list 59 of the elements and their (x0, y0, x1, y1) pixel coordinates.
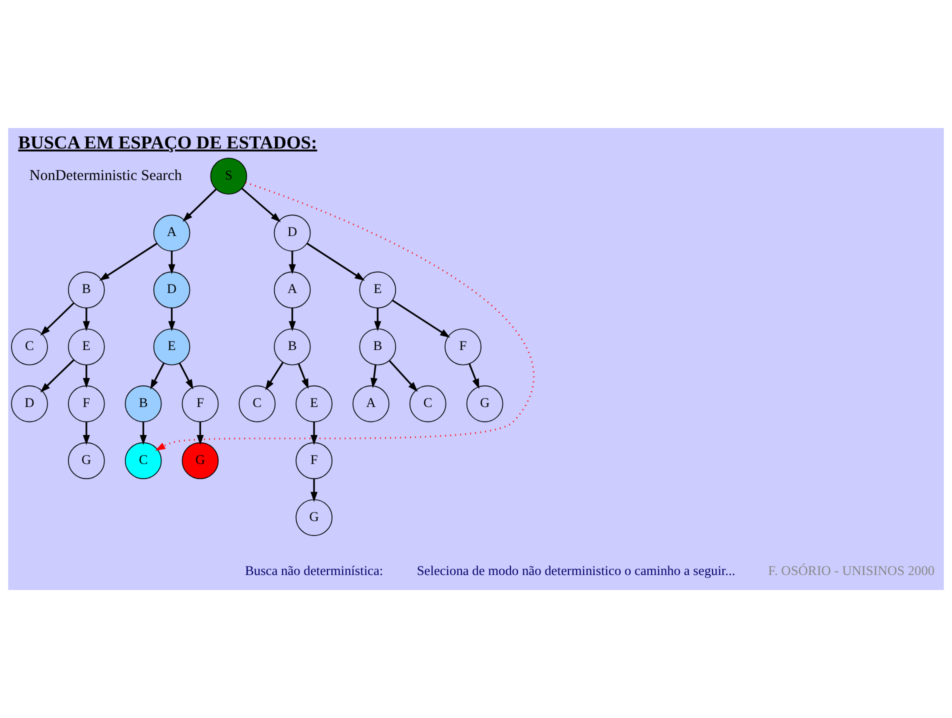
node-circle: A (352, 385, 390, 422)
arrow (392, 300, 450, 338)
node-circle: C (124, 442, 162, 480)
arrow (298, 364, 309, 389)
arrow (168, 308, 176, 332)
arrow (99, 242, 158, 281)
arrow (40, 302, 74, 336)
diagram-title: BUSCA EM ESPAÇO DE ESTADOS: (18, 132, 318, 153)
node-circle: F (296, 442, 332, 480)
arrow (82, 308, 90, 332)
label: Seleciona de modo não deterministico o caminho a seguir... (416, 562, 736, 578)
arrow (241, 188, 281, 222)
node-circle: B (359, 328, 396, 366)
arrow (370, 364, 378, 388)
arrow (155, 182, 534, 451)
arrow (82, 364, 90, 388)
node-circle: E (296, 385, 332, 422)
node-circle: G (466, 385, 504, 422)
node-circle: C (11, 328, 48, 366)
node-circle: C (409, 385, 446, 422)
label: F. OSÓRIO - UNISINOS 2000 (768, 562, 935, 578)
node-circle: F (182, 385, 219, 422)
arrow (168, 251, 176, 274)
arrow (288, 251, 296, 274)
node-circle: F (444, 328, 482, 366)
arrow (310, 422, 318, 446)
node-circle: B (124, 385, 162, 422)
node-circle: G (296, 499, 332, 536)
arrow (306, 242, 365, 281)
arrow (150, 362, 165, 390)
node-circle: B (274, 328, 311, 366)
arrow (182, 188, 217, 222)
arrow (310, 478, 318, 502)
label: NonDeterministic Search (29, 168, 182, 184)
node-circle: E (359, 272, 396, 308)
arrow (40, 359, 74, 392)
arrow (196, 422, 204, 446)
node-circle: G (182, 442, 219, 480)
arrow (468, 364, 480, 389)
node-circle: E (153, 328, 190, 366)
node-circle: E (68, 328, 105, 366)
node-circle: S (210, 158, 248, 195)
arrow (288, 308, 296, 332)
arrow (82, 422, 90, 446)
node-circle: A (274, 272, 311, 308)
node-circle: B (68, 272, 105, 308)
arrow (374, 308, 382, 332)
arrow (140, 422, 147, 446)
node-circle: A (153, 214, 190, 252)
arrow (265, 362, 284, 390)
node-circle: C (238, 385, 276, 422)
label: Busca não determinística: (244, 562, 384, 578)
arrow (388, 360, 418, 392)
node-circle: D (153, 272, 190, 308)
node-circle: G (68, 442, 105, 480)
node-circle: D (274, 214, 311, 252)
node-circle: D (11, 385, 48, 422)
arrow (178, 362, 194, 390)
node-circle: F (68, 385, 105, 422)
